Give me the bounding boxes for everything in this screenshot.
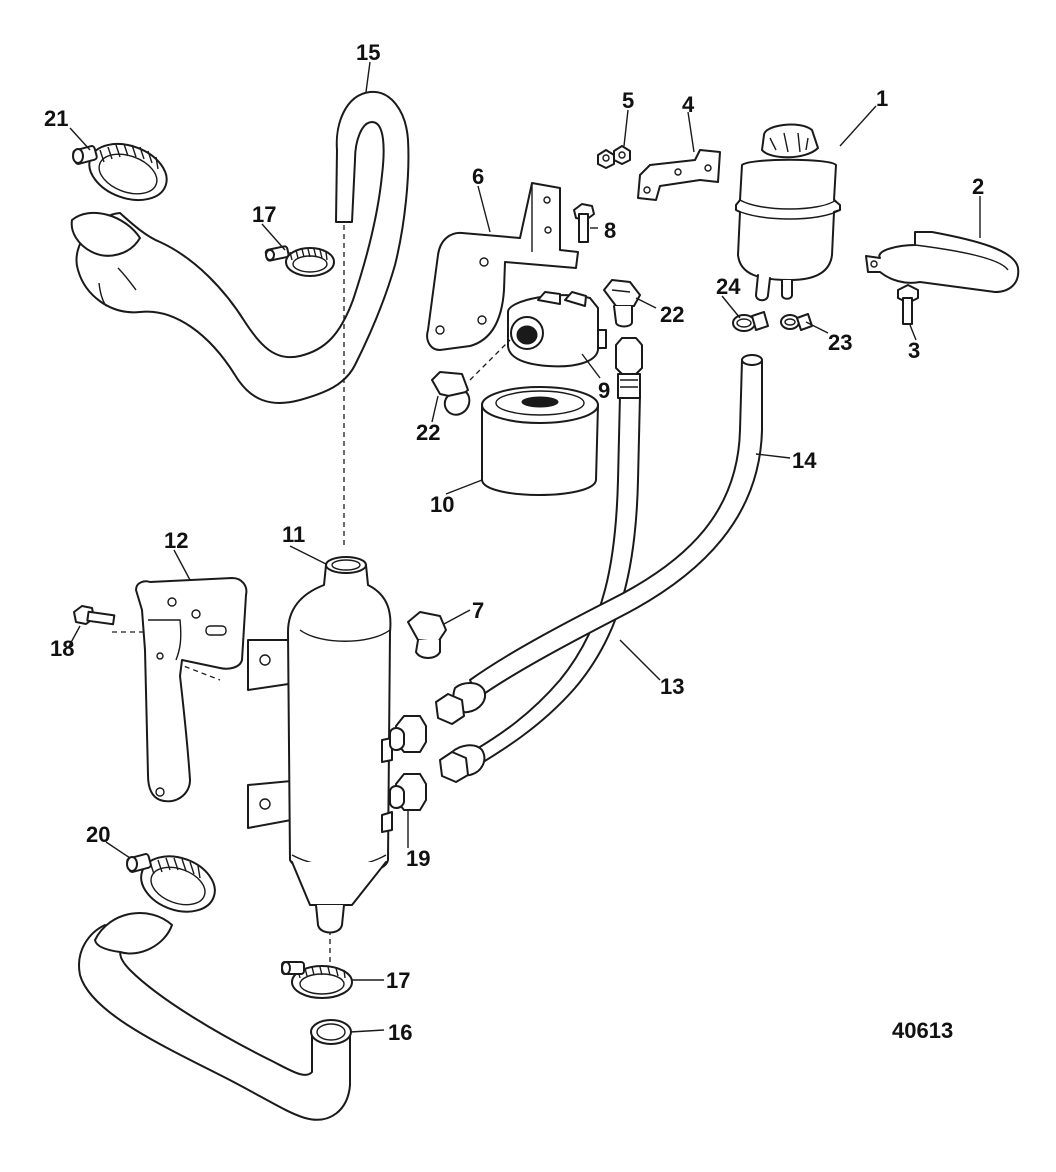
cooler-elbow-fitting bbox=[407, 611, 447, 659]
callout-20: 20 bbox=[86, 822, 110, 847]
callout-3: 3 bbox=[908, 338, 920, 363]
callout-labels: 1 2 3 4 5 6 7 8 9 10 11 12 13 14 15 16 1… bbox=[44, 40, 984, 1045]
upper-elbow-fitting bbox=[603, 279, 641, 328]
reservoir-return-hose bbox=[435, 354, 763, 725]
hose-clamp-pair bbox=[732, 311, 813, 332]
bracket-bolt bbox=[573, 203, 595, 243]
callout-17-lower: 17 bbox=[386, 968, 410, 993]
callout-2: 2 bbox=[972, 174, 984, 199]
reservoir-strap-clamp bbox=[865, 231, 1020, 293]
strap-bolt bbox=[897, 284, 919, 325]
callout-19: 19 bbox=[406, 846, 430, 871]
oil-cooler bbox=[247, 556, 393, 934]
fluid-reservoir bbox=[735, 123, 841, 302]
cooler-plugs bbox=[389, 715, 427, 811]
callout-18: 18 bbox=[50, 636, 74, 661]
filter-mount-bracket bbox=[426, 182, 579, 351]
callout-10: 10 bbox=[430, 492, 454, 517]
callout-22-lower: 22 bbox=[416, 420, 440, 445]
reservoir-mount-bracket bbox=[637, 149, 721, 201]
callout-4: 4 bbox=[682, 92, 695, 117]
upper-large-hose-clamp bbox=[72, 142, 168, 202]
callout-16: 16 bbox=[388, 1020, 412, 1045]
callout-22-upper: 22 bbox=[660, 302, 684, 327]
callout-12: 12 bbox=[164, 528, 188, 553]
callout-11: 11 bbox=[282, 522, 305, 547]
callout-23: 23 bbox=[828, 330, 852, 355]
callout-1: 1 bbox=[876, 86, 888, 111]
cooler-mount-bracket bbox=[135, 577, 248, 803]
callout-leaders bbox=[67, 61, 981, 1033]
callout-14: 14 bbox=[792, 448, 817, 473]
upper-small-hose-clamp bbox=[264, 245, 335, 277]
lower-hose bbox=[78, 912, 352, 1121]
lower-elbow-fitting bbox=[431, 339, 511, 416]
cooler-bracket-bolt bbox=[73, 605, 116, 626]
figure-id: 40613 bbox=[892, 1018, 953, 1043]
callout-6: 6 bbox=[472, 164, 484, 189]
callout-7: 7 bbox=[472, 598, 484, 623]
callout-13: 13 bbox=[660, 674, 684, 699]
callout-21: 21 bbox=[44, 106, 68, 131]
lower-small-hose-clamp bbox=[281, 961, 353, 999]
filter-adapter-head bbox=[507, 291, 607, 368]
callout-5: 5 bbox=[622, 88, 634, 113]
oil-filter bbox=[481, 386, 599, 496]
callout-15: 15 bbox=[356, 40, 380, 65]
upper-hose bbox=[70, 90, 410, 404]
callout-24: 24 bbox=[716, 274, 741, 299]
lower-large-hose-clamp bbox=[126, 853, 216, 913]
callout-8: 8 bbox=[604, 218, 616, 243]
nuts-washers bbox=[597, 145, 631, 169]
callout-17-upper: 17 bbox=[252, 202, 276, 227]
callout-9: 9 bbox=[598, 378, 610, 403]
